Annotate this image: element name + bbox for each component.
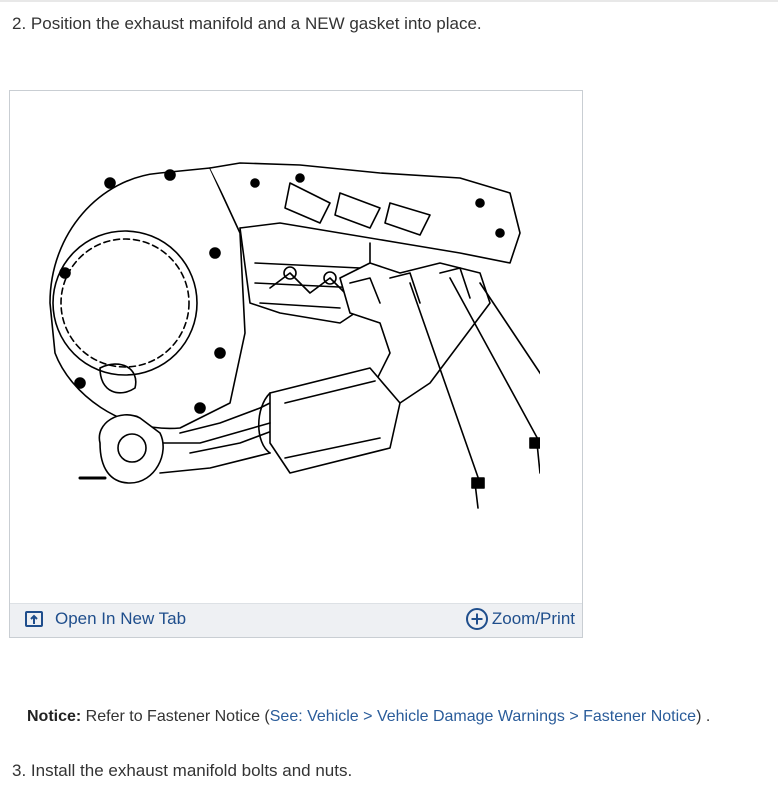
notice-label: Notice:	[27, 708, 82, 725]
figure-toolbar: Open In New Tab Zoom/Print	[10, 603, 582, 637]
bolts-drawing	[409, 277, 540, 509]
zoom-print-label: Zoom/Print	[491, 609, 575, 628]
top-divider	[0, 0, 778, 2]
open-in-new-tab-label: Open In New Tab	[55, 609, 187, 628]
fastener-notice: Notice: Refer to Fastener Notice (See: V…	[27, 708, 710, 726]
plus-circle-icon	[465, 608, 488, 630]
open-in-new-tab-link[interactable]: Open In New Tab	[24, 609, 186, 629]
step-3-text: 3. Install the exhaust manifold bolts an…	[12, 761, 353, 780]
exhaust-manifold-illustration	[49, 162, 540, 509]
engine-block-drawing	[209, 162, 521, 324]
open-new-tab-icon	[25, 611, 43, 627]
notice-suffix: ) .	[696, 708, 711, 725]
bell-housing-drawing	[49, 167, 246, 430]
notice-prefix: Refer to Fastener Notice (	[81, 708, 270, 725]
zoom-print-link[interactable]: Zoom/Print	[465, 607, 575, 631]
step-2-text: 2. Position the exhaust manifold and a N…	[12, 14, 482, 33]
catalytic-converter-drawing	[258, 367, 401, 474]
figure-container: Open In New Tab Zoom/Print	[9, 90, 583, 638]
fastener-notice-link[interactable]: See: Vehicle > Vehicle Damage Warnings >…	[269, 708, 697, 725]
downpipe-drawing	[78, 414, 271, 484]
